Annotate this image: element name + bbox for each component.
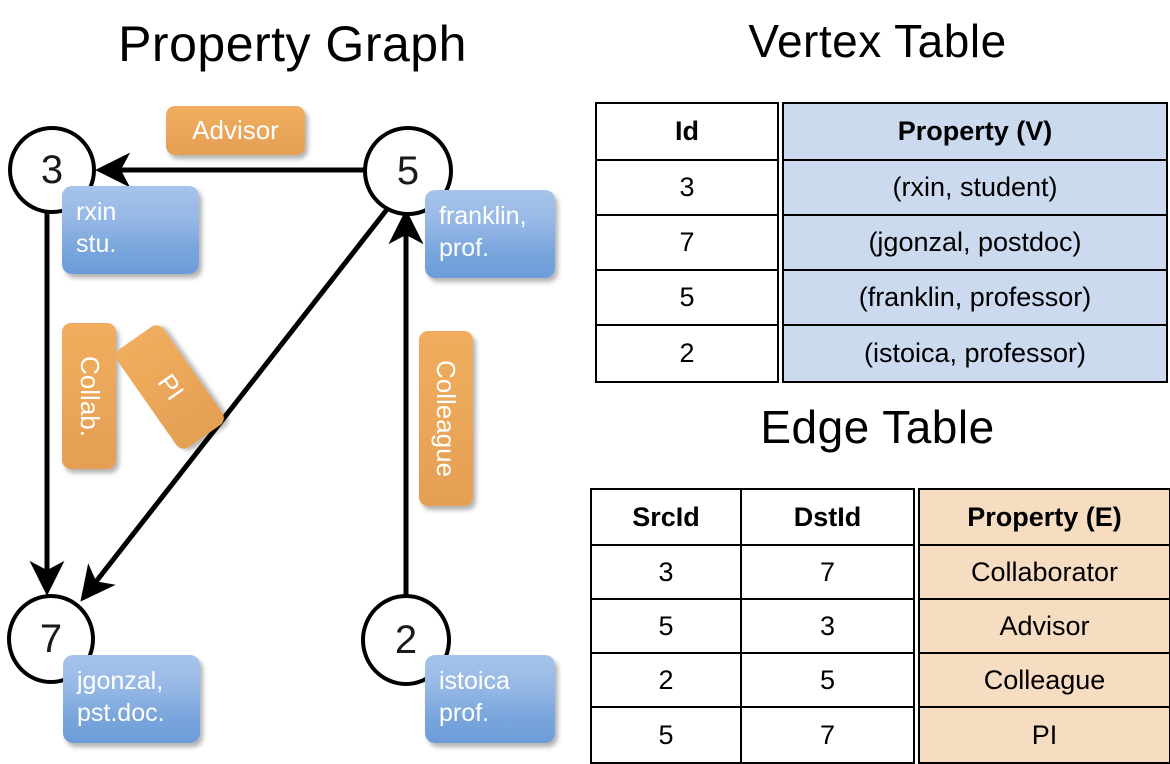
edge-table: SrcId 3 5 2 5 DstId 7 3 5 7 Property (E)… <box>590 488 1170 764</box>
vertex-badge-jgonzal: jgonzal, pst.doc. <box>63 655 200 743</box>
vertex-table-column-id: Id 3 7 5 2 <box>595 102 779 383</box>
table-row: PI <box>1031 719 1058 750</box>
table-row: 7 <box>819 719 836 750</box>
edge-table-header-property: Property (E) <box>920 490 1169 546</box>
table-row: (jgonzal, postdoc) <box>784 216 1166 271</box>
table-row: 2 <box>679 338 695 368</box>
table-row: (franklin, professor) <box>784 271 1166 326</box>
edge-table-header-srcid: SrcId <box>592 490 740 546</box>
vertex-badge-rxin: rxin stu. <box>62 186 199 274</box>
graph-node-5[interactable]: 5 <box>363 126 453 216</box>
table-row: (istoica, professor) <box>863 338 1087 368</box>
edge-table-column-dstid: DstId 7 3 5 7 <box>740 488 915 764</box>
vertex-table: Id 3 7 5 2 Property (V) (rxin, student) … <box>595 102 1168 383</box>
table-row: 5 <box>597 271 777 326</box>
page-title-edge-table: Edge Table <box>760 401 995 453</box>
vertex-badge-franklin: franklin, prof. <box>425 190 555 278</box>
edge-5-to-7-pi <box>80 201 394 602</box>
property-graph-diagram: 3 5 7 2 rxin stu. franklin, prof. jgonza… <box>0 0 585 760</box>
table-row: 2 <box>592 654 740 708</box>
vertex-badge-istoica: istoica prof. <box>425 655 555 743</box>
table-row: 5 <box>592 600 740 654</box>
vertex-table-header-property: Property (V) <box>784 104 1166 161</box>
table-row: (rxin, student) <box>784 161 1166 216</box>
table-row: Advisor <box>920 600 1169 654</box>
edge-badge-collab: Collab. <box>62 323 116 469</box>
table-row: 5 <box>658 719 674 750</box>
graph-node-3-label: 3 <box>40 147 64 192</box>
graph-node-2-label: 2 <box>394 617 418 662</box>
table-row: 3 <box>742 600 913 654</box>
graph-node-7-label: 7 <box>39 616 63 661</box>
edge-table-column-srcid: SrcId 3 5 2 5 <box>590 488 742 764</box>
graph-node-5-label: 5 <box>396 148 420 193</box>
table-row: Collaborator <box>920 546 1169 600</box>
table-row: 3 <box>592 546 740 600</box>
edge-badge-colleague: Colleague <box>419 331 473 506</box>
table-row: Colleague <box>920 654 1169 708</box>
page-title-property-graph: Property Graph <box>118 16 467 72</box>
graph-node-2[interactable]: 2 <box>361 594 451 686</box>
page-title-vertex-table: Vertex Table <box>748 15 1007 67</box>
table-row: 5 <box>742 654 913 708</box>
edge-table-column-property: Property (E) Collaborator Advisor Collea… <box>918 488 1170 764</box>
graph-edges-layer <box>29 152 424 602</box>
edge-badge-advisor: Advisor <box>166 106 305 155</box>
vertex-table-column-property: Property (V) (rxin, student) (jgonzal, p… <box>782 102 1168 383</box>
table-row: 3 <box>597 161 777 216</box>
edge-table-header-dstid: DstId <box>742 490 913 546</box>
table-row: 7 <box>742 546 913 600</box>
vertex-table-header-id: Id <box>597 104 777 161</box>
table-row: 7 <box>597 216 777 271</box>
